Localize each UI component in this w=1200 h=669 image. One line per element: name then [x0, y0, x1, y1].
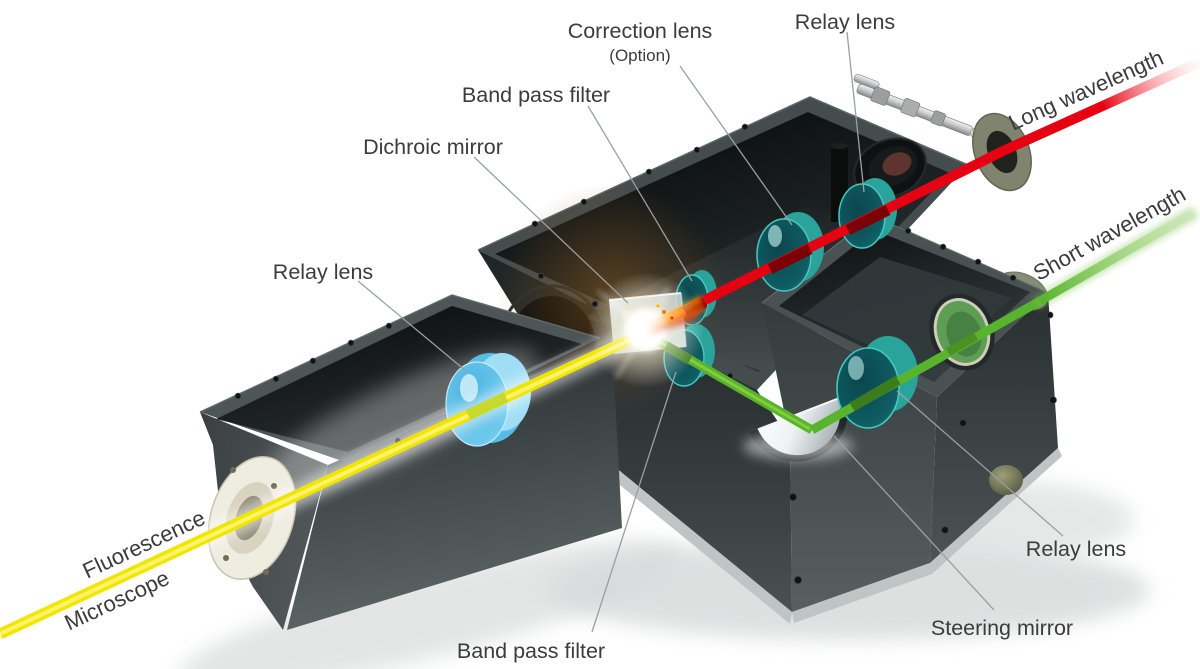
label-dichroic-mirror: Dichroic mirror — [363, 135, 503, 159]
long-beam-in-correction — [767, 244, 813, 274]
short-beam-in-port — [945, 332, 979, 356]
main-bottom-plate — [604, 463, 792, 624]
label-relay-lens-right: Relay lens — [1026, 537, 1126, 561]
leader-correction-lens — [679, 65, 793, 226]
leader-band-pass-bottom — [591, 371, 677, 633]
right-bottom-plate — [792, 448, 1062, 623]
leader-relay-lens-top — [846, 31, 865, 193]
left-enclosure — [199, 294, 622, 630]
long-beam-exit — [1002, 57, 1200, 155]
left-interior — [216, 306, 582, 452]
fluorescence-beam — [0, 321, 653, 639]
support-foot — [989, 465, 1023, 495]
label-band-pass-filter-top: Band pass filter — [462, 83, 610, 107]
label-correction-lens: Correction lens — [568, 19, 713, 43]
label-relay-lens-left: Relay lens — [273, 260, 373, 284]
leader-relay-lens-left — [357, 280, 467, 372]
mirror-edge-highlight — [757, 397, 839, 431]
short-beam-in-relay — [849, 375, 901, 412]
label-steering-mirror: Steering mirror — [931, 616, 1073, 640]
label-correction-lens-sub: (Option) — [609, 46, 670, 65]
leader-relay-lens-right — [896, 390, 1064, 537]
leader-band-pass-top — [587, 105, 693, 282]
long-exit-inner-hole — [882, 152, 912, 176]
leader-steering-mirror — [833, 435, 995, 611]
right-se-wall — [930, 293, 1058, 563]
fluorescence-beam-highlight — [0, 331, 646, 636]
beam-split-glow — [588, 272, 705, 388]
leader-dichroic-mirror — [473, 156, 629, 304]
label-band-pass-filter-bottom: Band pass filter — [457, 639, 605, 663]
left-front-wall — [287, 340, 622, 630]
orange-spray — [648, 296, 705, 334]
silver-rail — [853, 73, 981, 139]
long-beam-in-relay — [845, 205, 891, 235]
main-enclosure — [477, 73, 1032, 624]
short-beam-up — [809, 297, 1043, 434]
short-beam-exit — [1037, 205, 1200, 305]
right-screws — [789, 227, 1057, 585]
leader-lines — [357, 31, 1064, 633]
label-relay-lens-top: Relay lens — [795, 10, 895, 34]
interior-post-top — [831, 142, 848, 150]
fluorescence-beam-in-lens — [465, 392, 509, 420]
